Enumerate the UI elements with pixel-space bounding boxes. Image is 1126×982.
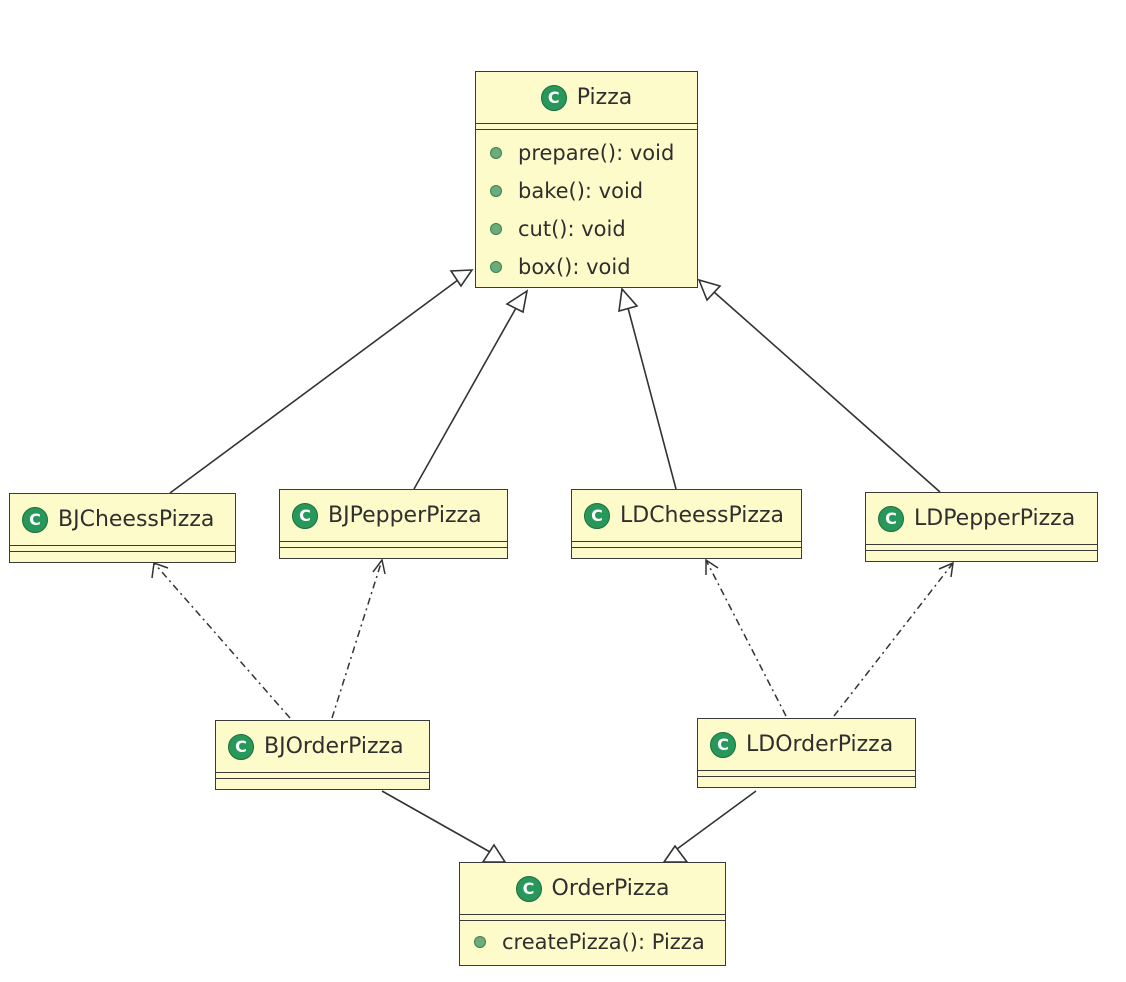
class-order-pizza[interactable]: C OrderPizza createPizza(): Pizza bbox=[459, 862, 726, 966]
class-ld-pepper-pizza[interactable]: C LDPepperPizza bbox=[865, 492, 1098, 562]
attribute-compartment bbox=[572, 542, 801, 548]
operation-item: box(): void bbox=[476, 248, 697, 286]
generalization-line bbox=[713, 291, 941, 493]
public-method-dot-icon bbox=[490, 223, 502, 235]
generalization-line bbox=[627, 307, 677, 490]
attribute-compartment bbox=[280, 542, 507, 548]
class-bj-order-pizza[interactable]: C BJOrderPizza bbox=[215, 720, 430, 790]
class-bj-pepper-pizza[interactable]: C BJPepperPizza bbox=[279, 489, 508, 559]
dependency-line bbox=[833, 562, 954, 717]
open-arrowhead bbox=[938, 561, 954, 578]
class-name: LDOrderPizza bbox=[746, 732, 894, 757]
open-arrowhead bbox=[372, 558, 386, 575]
hollow-triangle-arrowhead bbox=[697, 278, 722, 302]
class-c-icon: C bbox=[515, 875, 542, 902]
hollow-triangle-arrowhead bbox=[505, 289, 529, 314]
hollow-triangle-arrowhead bbox=[618, 287, 639, 313]
class-ld-order-pizza[interactable]: C LDOrderPizza bbox=[697, 718, 916, 788]
attribute-compartment bbox=[476, 124, 697, 130]
class-header: C BJCheessPizza bbox=[10, 494, 235, 546]
class-header: C BJOrderPizza bbox=[216, 721, 429, 773]
operation-item: cut(): void bbox=[476, 210, 697, 248]
class-header: C Pizza bbox=[476, 72, 697, 124]
class-name: BJCheessPizza bbox=[58, 507, 215, 532]
class-header: C BJPepperPizza bbox=[280, 490, 507, 542]
public-method-dot-icon bbox=[490, 261, 502, 273]
class-name: BJOrderPizza bbox=[264, 734, 404, 759]
class-name: Pizza bbox=[576, 85, 633, 110]
class-name: BJPepperPizza bbox=[328, 503, 482, 528]
attribute-compartment bbox=[698, 771, 915, 777]
generalization-line bbox=[413, 307, 517, 490]
dependency-line bbox=[705, 559, 787, 717]
generalization-line bbox=[381, 790, 491, 853]
class-c-icon: C bbox=[22, 506, 48, 533]
class-c-icon: C bbox=[878, 505, 904, 532]
operation-compartment: prepare(): void bake(): void cut(): void… bbox=[476, 130, 697, 288]
class-pizza[interactable]: C Pizza prepare(): void bake(): void cut… bbox=[475, 71, 698, 288]
operation-compartment bbox=[10, 552, 235, 557]
class-name: LDPepperPizza bbox=[914, 506, 1076, 531]
operation-compartment: createPizza(): Pizza bbox=[460, 921, 725, 963]
class-header: C LDPepperPizza bbox=[866, 493, 1097, 545]
class-header: C LDOrderPizza bbox=[698, 719, 915, 771]
public-method-dot-icon bbox=[490, 147, 502, 159]
operation-compartment bbox=[572, 548, 801, 553]
operation-compartment bbox=[698, 777, 915, 782]
hollow-triangle-arrowhead bbox=[449, 269, 474, 288]
class-ld-cheess-pizza[interactable]: C LDCheessPizza bbox=[571, 489, 802, 559]
class-name: OrderPizza bbox=[551, 876, 670, 901]
class-header: C OrderPizza bbox=[460, 863, 725, 915]
hollow-triangle-arrowhead bbox=[481, 843, 507, 863]
class-c-icon: C bbox=[540, 84, 567, 111]
operation-item: createPizza(): Pizza bbox=[460, 923, 725, 961]
class-c-icon: C bbox=[228, 733, 254, 760]
attribute-compartment bbox=[216, 773, 429, 779]
class-name: LDCheessPizza bbox=[620, 503, 784, 528]
open-arrowhead bbox=[151, 561, 169, 579]
attribute-compartment bbox=[10, 546, 235, 552]
generalization-line bbox=[676, 790, 757, 850]
public-method-dot-icon bbox=[490, 185, 502, 197]
public-method-dot-icon bbox=[474, 936, 486, 948]
operation-compartment bbox=[216, 779, 429, 784]
hollow-triangle-arrowhead bbox=[662, 844, 689, 863]
operation-compartment bbox=[280, 548, 507, 553]
generalization-line bbox=[169, 276, 463, 494]
dependency-line bbox=[153, 562, 291, 719]
dependency-line bbox=[331, 559, 383, 719]
class-c-icon: C bbox=[584, 502, 610, 529]
class-c-icon: C bbox=[710, 731, 736, 758]
operation-item: bake(): void bbox=[476, 172, 697, 210]
class-c-icon: C bbox=[292, 502, 318, 529]
open-arrowhead bbox=[705, 558, 719, 575]
attribute-compartment bbox=[460, 915, 725, 921]
operation-compartment bbox=[866, 551, 1097, 556]
class-bj-cheess-pizza[interactable]: C BJCheessPizza bbox=[9, 493, 236, 563]
operation-item: prepare(): void bbox=[476, 134, 697, 172]
attribute-compartment bbox=[866, 545, 1097, 551]
class-header: C LDCheessPizza bbox=[572, 490, 801, 542]
